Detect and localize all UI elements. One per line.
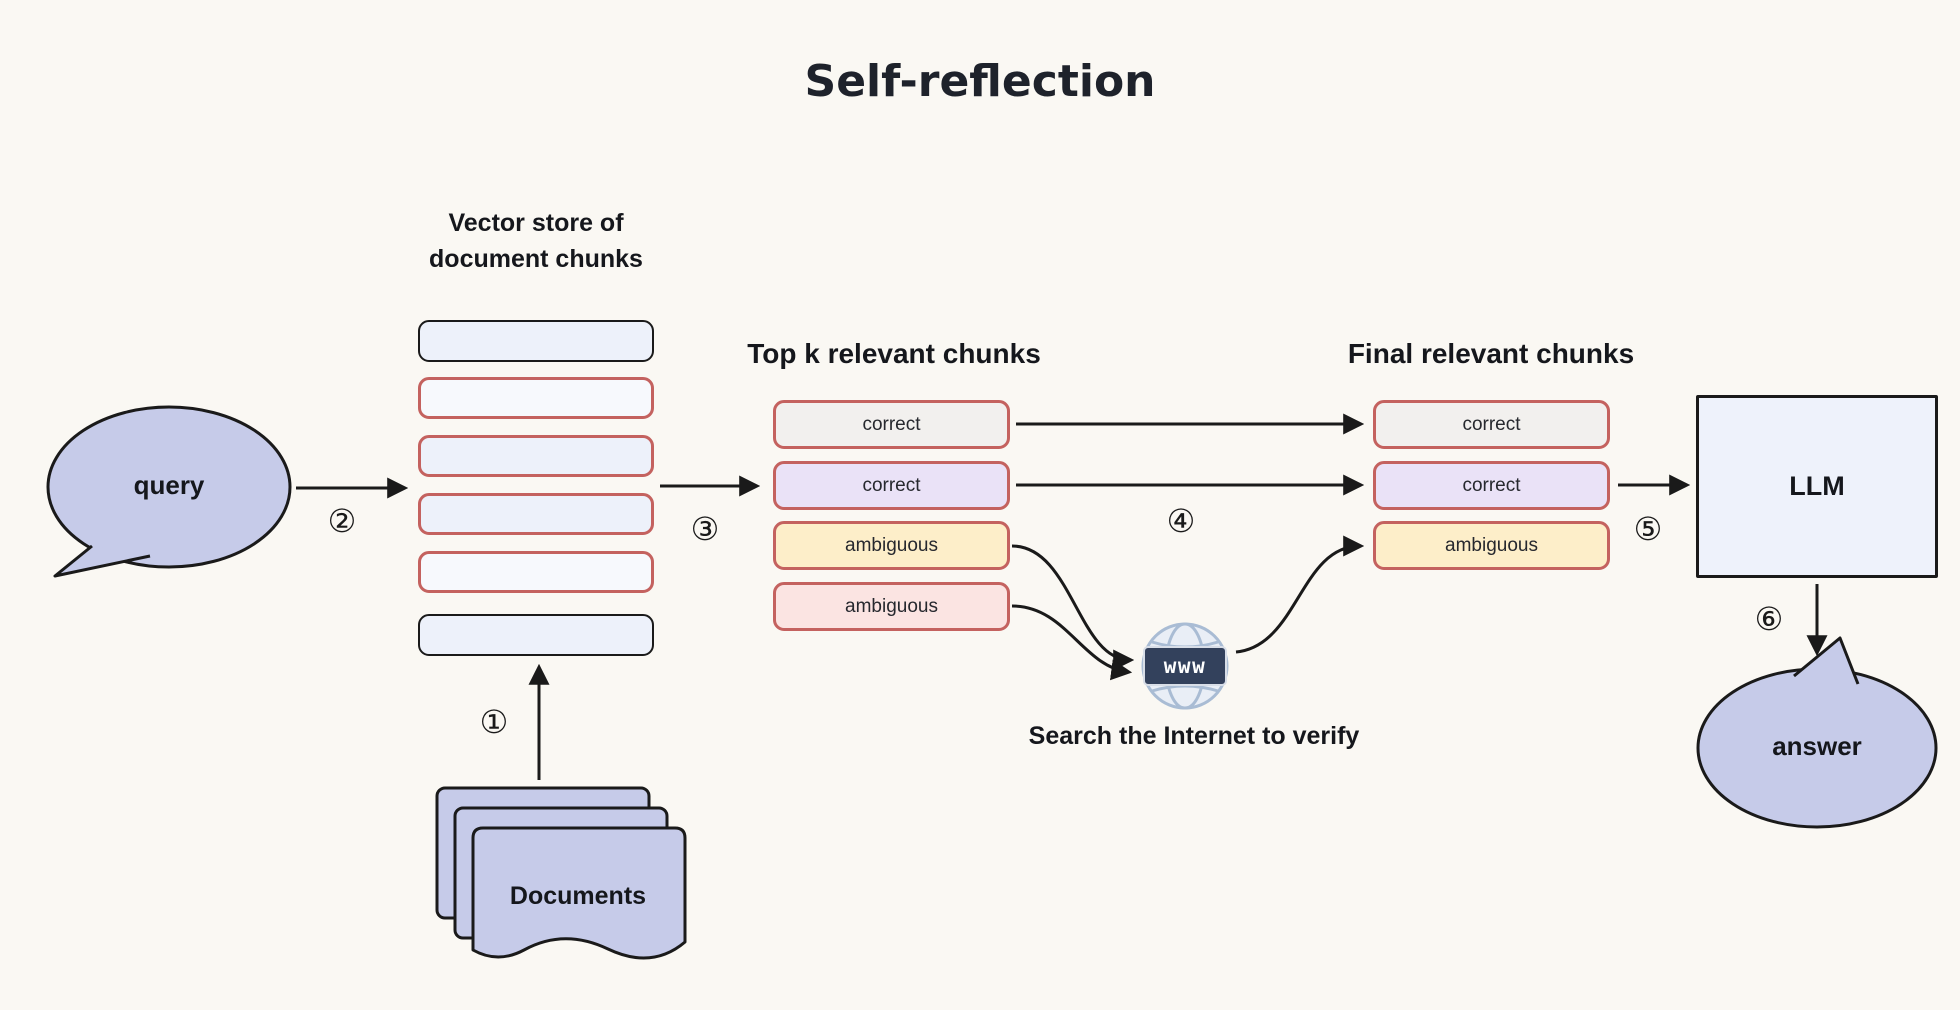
documents-icon bbox=[435, 786, 687, 960]
final-chunk-correct-1: correct bbox=[1373, 400, 1610, 449]
vector-store-heading: Vector store of document chunks bbox=[376, 205, 696, 277]
vector-store-row-5 bbox=[418, 551, 654, 593]
vector-store-row-1 bbox=[418, 320, 654, 362]
final-chunk-correct-2: correct bbox=[1373, 461, 1610, 510]
arrow-ambiguous1-to-internet bbox=[1011, 544, 1135, 671]
final-chunks-heading: Final relevant chunks bbox=[1347, 338, 1635, 369]
llm-box: LLM bbox=[1696, 395, 1938, 578]
arrow-internet-to-final bbox=[1235, 535, 1365, 654]
top-chunk-ambiguous-2: ambiguous bbox=[773, 582, 1010, 631]
final-chunk-ambiguous-1: ambiguous bbox=[1373, 521, 1610, 570]
diagram-title: Self-reflection bbox=[804, 56, 1156, 107]
vector-store-row-2 bbox=[418, 377, 654, 419]
step-2-label: ② bbox=[327, 503, 357, 539]
vector-store-row-4 bbox=[418, 493, 654, 535]
internet-caption: Search the Internet to verify bbox=[1028, 722, 1360, 750]
documents-label: Documents bbox=[509, 882, 647, 910]
top-chunks-heading: Top k relevant chunks bbox=[747, 338, 1041, 369]
vector-store-row-6 bbox=[418, 614, 654, 656]
step-1-label: ① bbox=[479, 704, 509, 740]
step-6-label: ⑥ bbox=[1754, 601, 1784, 637]
top-chunk-correct-2: correct bbox=[773, 461, 1010, 510]
answer-label: answer bbox=[1772, 731, 1862, 761]
query-bubble bbox=[46, 405, 292, 578]
step-5-label: ⑤ bbox=[1633, 511, 1663, 547]
vector-store-heading-line2: document chunks bbox=[429, 245, 643, 273]
arrow-ambiguous2-to-internet bbox=[1011, 604, 1133, 681]
step-4-label: ④ bbox=[1166, 503, 1196, 539]
step-3-label: ③ bbox=[690, 511, 720, 547]
answer-bubble bbox=[1696, 636, 1938, 829]
www-badge: www bbox=[1143, 646, 1227, 686]
vector-store-heading-line1: Vector store of bbox=[448, 209, 624, 237]
query-label: query bbox=[133, 470, 205, 500]
top-chunk-correct-1: correct bbox=[773, 400, 1010, 449]
llm-label: LLM bbox=[1789, 471, 1845, 501]
top-chunk-ambiguous-1: ambiguous bbox=[773, 521, 1010, 570]
vector-store-row-3 bbox=[418, 435, 654, 477]
